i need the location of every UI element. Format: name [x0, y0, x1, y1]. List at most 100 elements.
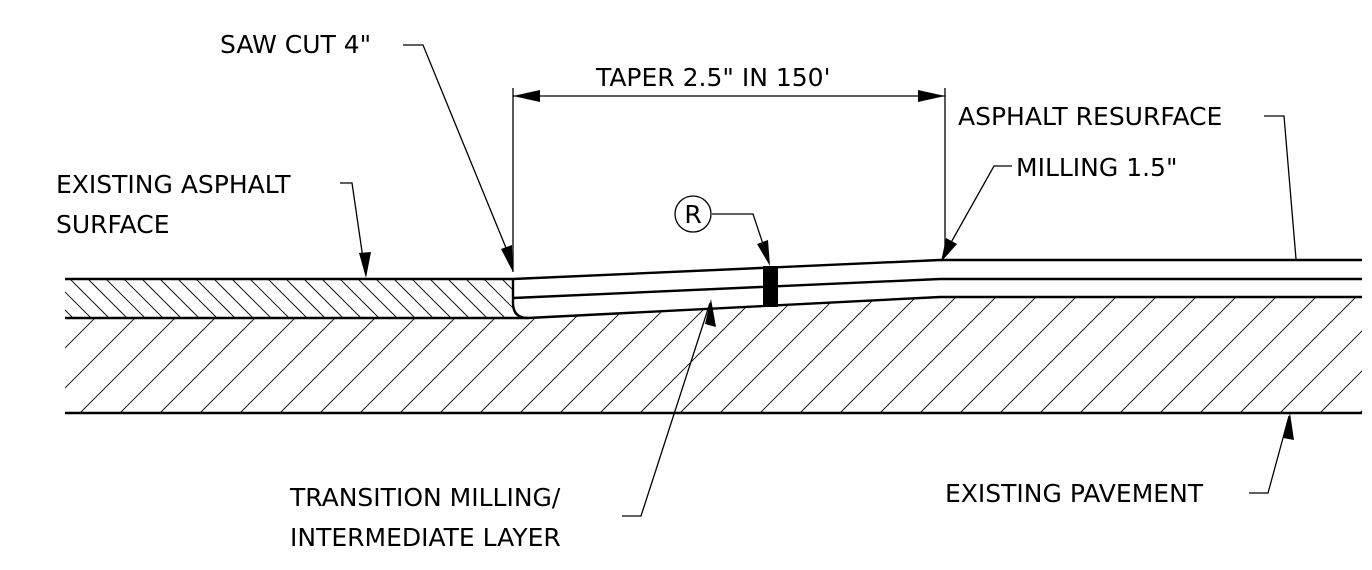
- hatch-stroke: [718, 279, 757, 318]
- existing-pavement-leader: [1249, 415, 1290, 494]
- hatch-stroke: [123, 279, 164, 318]
- hatch-stroke: [519, 297, 638, 413]
- hatch-stroke: [249, 279, 290, 318]
- hatch-stroke: [465, 279, 506, 318]
- existing-surface-label-line1: EXISTING ASPHALT: [56, 170, 291, 199]
- dimension-arrow-left: [513, 90, 540, 102]
- hatch-stroke: [844, 279, 883, 318]
- hatch-stroke: [1024, 279, 1063, 318]
- hatch-stroke: [321, 279, 362, 318]
- hatch-stroke: [159, 297, 278, 413]
- hatch-stroke: [538, 279, 577, 318]
- hatch-stroke: [1366, 279, 1372, 318]
- hatch-stroke: [934, 279, 973, 318]
- hatch-stroke: [839, 297, 958, 413]
- hatch-stroke: [285, 279, 326, 318]
- hatch-stroke: [1114, 279, 1153, 318]
- existing-pavement-leader-arrow: [1283, 413, 1294, 440]
- hatch-stroke: [319, 297, 438, 413]
- hatch-stroke: [267, 279, 308, 318]
- r-callout-letter: R: [684, 200, 701, 229]
- saw-cut-leader-arrow: [501, 245, 513, 272]
- hatch-stroke: [0, 279, 1, 318]
- dimension-arrow-right: [918, 90, 945, 102]
- hatch-stroke: [556, 279, 595, 318]
- hatch-stroke: [1096, 279, 1135, 318]
- hatch-stroke: [682, 279, 721, 318]
- saw-cut-leader: [403, 44, 514, 266]
- taper-label: TAPER 2.5" IN 150': [595, 63, 830, 92]
- hatch-stroke: [799, 297, 918, 413]
- milling-leader-arrow: [941, 238, 957, 262]
- hatch-stroke: [1132, 279, 1171, 318]
- hatch-stroke: [357, 279, 398, 318]
- hatch-stroke: [1168, 279, 1207, 318]
- hatch-stroke: [1359, 297, 1362, 413]
- hatch-stroke: [87, 279, 128, 318]
- hatch-stroke: [959, 297, 1078, 413]
- hatch-stroke: [919, 297, 1038, 413]
- transition-leader: [622, 302, 711, 517]
- existing-surface-leader: [340, 182, 366, 273]
- hatch-stroke: [999, 297, 1118, 413]
- hatch-stroke: [16, 279, 55, 318]
- hatch-stroke: [1150, 279, 1189, 318]
- hatch-stroke: [65, 297, 78, 413]
- hatch-stroke: [239, 297, 358, 413]
- resurface-top-line: [512, 258, 1362, 281]
- hatch-stroke: [1060, 279, 1099, 318]
- hatch-stroke: [879, 297, 998, 413]
- hatch-stroke: [1222, 279, 1261, 318]
- hatch-stroke: [177, 279, 218, 318]
- r-callout-circle: [674, 195, 712, 233]
- milling-label: MILLING 1.5": [1016, 153, 1177, 182]
- hatch-stroke: [105, 279, 146, 318]
- hatch-stroke: [1312, 279, 1351, 318]
- r-callout-leader: [712, 213, 770, 263]
- existing-surface-label-line2: SURFACE: [56, 210, 170, 239]
- intermediate-layer-line: [512, 277, 1362, 300]
- hatch-stroke: [141, 279, 182, 318]
- hatch-stroke: [1199, 297, 1318, 413]
- hatch-stroke: [359, 297, 478, 413]
- transition-label-line2: INTERMEDIATE LAYER: [290, 523, 561, 552]
- existing-surface-leader-arrow: [359, 252, 371, 278]
- hatch-stroke: [199, 297, 318, 413]
- hatch-stroke: [1119, 297, 1238, 413]
- hatch-stroke: [970, 279, 1009, 318]
- hatch-stroke: [411, 279, 452, 318]
- hatch-stroke: [1319, 297, 1362, 413]
- milling-leader: [943, 165, 1012, 256]
- hatch-stroke: [447, 279, 488, 318]
- existing-asphalt-hatch: [0, 279, 1372, 318]
- transition-leader-arrow: [705, 299, 716, 327]
- hatch-stroke: [65, 279, 74, 318]
- hatch-stroke: [719, 297, 838, 413]
- transition-label-line1: TRANSITION MILLING/: [289, 483, 561, 512]
- hatch-stroke: [159, 279, 200, 318]
- existing-pavement-label: EXISTING PAVEMENT: [945, 479, 1204, 508]
- hatch-stroke: [439, 297, 558, 413]
- hatch-stroke: [1204, 279, 1243, 318]
- hatch-stroke: [679, 297, 798, 413]
- hatch-stroke: [1078, 279, 1117, 318]
- hatch-stroke: [0, 296, 37, 413]
- hatch-stroke: [339, 279, 380, 318]
- hatch-stroke: [1079, 297, 1198, 413]
- hatch-stroke: [303, 279, 344, 318]
- saw-cut-label: SAW CUT 4": [220, 30, 371, 59]
- hatch-stroke: [79, 297, 198, 413]
- hatch-stroke: [700, 279, 739, 318]
- hatch-stroke: [65, 297, 158, 413]
- hatch-stroke: [119, 297, 238, 413]
- hatch-stroke: [1276, 279, 1315, 318]
- hatch-stroke: [429, 279, 470, 318]
- hatch-stroke: [195, 279, 236, 318]
- hatch-stroke: [0, 279, 37, 318]
- hatch-stroke: [1039, 297, 1158, 413]
- hatch-stroke: [399, 297, 518, 413]
- hatch-stroke: [559, 297, 678, 413]
- hatch-stroke: [231, 279, 272, 318]
- hatch-stroke: [213, 279, 254, 318]
